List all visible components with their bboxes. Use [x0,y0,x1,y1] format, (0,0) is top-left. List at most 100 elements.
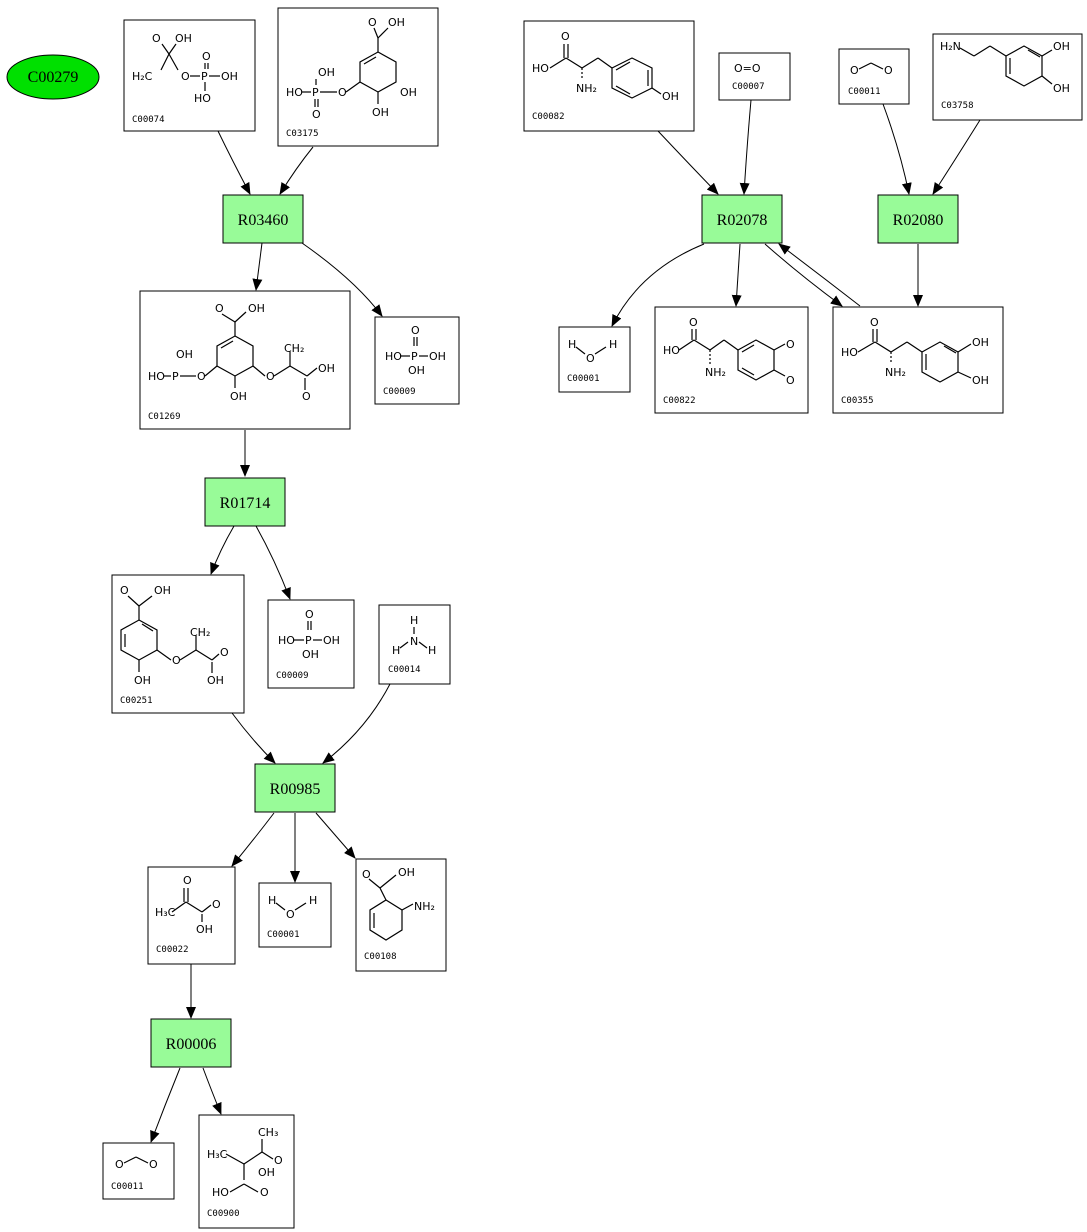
compound-node-c00900[interactable]: CH₃ H₃C O OH HO O C00900 [198,1114,295,1229]
structure-c01269: O OH OH O OH HO P O CH₂ OH O [148,302,335,403]
compound-node-c00001b[interactable]: H O H C00001 [558,326,631,393]
compound-node-c01269[interactable]: O OH OH O OH HO P O CH₂ OH O [139,290,351,430]
svg-text:O: O [215,302,224,315]
svg-text:HO: HO [841,346,858,359]
compound-node-c00251[interactable]: O OH OH O CH₂ O OH C00251 [111,574,245,714]
compound-node-c00001a[interactable]: H O H C00001 [258,882,332,948]
structure-c00007: O=O [734,62,761,75]
reaction-node-r00985[interactable]: R00985 [254,763,336,813]
svg-text:O: O [286,908,295,921]
svg-text:HO: HO [278,634,295,647]
compound-node-c00011a[interactable]: O O C00011 [102,1142,175,1200]
compound-node-c00022[interactable]: O H₃C O OH C00022 [147,866,236,965]
reaction-node-r02078[interactable]: R02078 [701,194,783,244]
svg-text:OH: OH [318,362,335,375]
svg-text:H: H [428,644,436,657]
svg-text:P: P [172,370,179,383]
svg-text:OH: OH [388,16,405,29]
compound-id-label: C00900 [207,1209,240,1219]
svg-text:HO: HO [148,370,165,383]
edge-c00355-r02078 [778,243,861,307]
svg-text:OH: OH [408,364,425,377]
svg-text:H: H [609,338,617,351]
svg-text:OH: OH [134,674,151,687]
structure-c00822: O HO NH₂ O O [663,316,795,387]
compound-node-c00009a[interactable]: O HO P OH OH C00009 [374,316,460,405]
svg-text:O: O [884,64,893,77]
compound-id-label: C00011 [848,87,881,97]
compound-node-c00007[interactable]: O=O C00007 [718,52,791,101]
reaction-node-r00006[interactable]: R00006 [150,1018,232,1068]
svg-text:OH: OH [372,106,389,119]
svg-text:P: P [201,70,208,83]
svg-text:O: O [181,70,190,83]
svg-text:OH: OH [154,584,171,597]
svg-text:OH: OH [1053,82,1070,95]
svg-text:H₃C: H₃C [207,1148,228,1161]
svg-text:H: H [410,614,418,627]
svg-text:O: O [850,64,859,77]
svg-text:O: O [183,874,192,887]
svg-text:H₂C: H₂C [132,70,153,83]
compound-id-label: C00082 [532,112,565,122]
compound-node-c00082[interactable]: O HO NH₂ OH C00082 [523,20,695,132]
compound-id-label: C00355 [841,396,874,406]
edge-c03175-r03460 [279,146,314,195]
edge-r03460-c01269 [252,242,263,291]
svg-text:OH: OH [662,90,679,103]
svg-text:O: O [302,390,311,403]
compound-id-label: C00011 [111,1182,144,1192]
reaction-node-r03460[interactable]: R03460 [222,194,304,244]
compound-id-label: C00251 [120,696,153,706]
edge-c00082-r02078 [657,130,719,195]
svg-text:OH: OH [302,648,319,661]
structure-c00074: O OH H₂C O P OH O HO [132,32,238,105]
root-compound-label: C00279 [28,69,79,86]
svg-text:O: O [362,868,371,881]
structure-c00108: O OH NH₂ [362,866,435,941]
root-compound-node[interactable]: C00279 [6,54,100,100]
structure-c00011b: O O [850,62,893,77]
svg-text:O: O [870,316,879,329]
svg-text:H: H [268,894,276,907]
compound-id-label: C00074 [132,115,165,125]
svg-text:O: O [561,30,570,43]
svg-text:O: O [274,1154,283,1167]
svg-text:NH₂: NH₂ [576,82,597,95]
compound-node-c00011b[interactable]: O O C00011 [838,48,910,105]
svg-text:HO: HO [385,350,402,363]
svg-text:NH₂: NH₂ [414,900,435,913]
svg-text:OH: OH [221,70,238,83]
compound-id-label: C00009 [383,387,416,397]
svg-text:NH₂: NH₂ [705,366,726,379]
svg-text:OH: OH [1053,40,1070,53]
svg-text:O: O [197,370,206,383]
compound-node-c00108[interactable]: O OH NH₂ C00108 [355,858,447,972]
edge-r00006-c00011a [150,1067,181,1143]
compound-node-c00074[interactable]: O OH H₂C O P OH O HO C00074 [123,19,256,132]
compound-node-c00355[interactable]: O HO NH₂ OH OH C00355 [832,306,1004,414]
reaction-label: R01714 [220,495,271,512]
compound-node-c03175[interactable]: O OH OH OH O OH HO P O C03175 [277,7,439,147]
structure-c00009b: O HO P OH OH [278,608,340,661]
reaction-node-r02080[interactable]: R02080 [877,194,959,244]
compound-id-label: C00009 [276,671,309,681]
compound-id-label: C00014 [388,665,421,675]
compound-node-c00014[interactable]: H N H H C00014 [378,604,451,685]
compound-node-c03758[interactable]: H₂N OH OH C03758 [932,33,1083,121]
compound-node-c00822[interactable]: O HO NH₂ O O C00822 [654,306,809,414]
edge-c00251-r00985 [231,712,276,764]
reaction-node-r01714[interactable]: R01714 [204,477,286,527]
svg-text:H: H [392,644,400,657]
svg-text:CH₃: CH₃ [258,1126,278,1139]
compound-id-label: C01269 [148,412,181,422]
svg-text:NH₂: NH₂ [885,366,906,379]
edge-r02078-c00355 [764,243,843,307]
svg-text:OH: OH [400,86,417,99]
compound-node-c00009b[interactable]: O HO P OH OH C00009 [267,599,355,689]
svg-text:O: O [202,50,211,63]
svg-text:O: O [260,1186,269,1199]
svg-text:O: O [212,898,221,911]
svg-text:CH₂: CH₂ [190,626,210,639]
reaction-label: R00006 [166,1036,217,1053]
